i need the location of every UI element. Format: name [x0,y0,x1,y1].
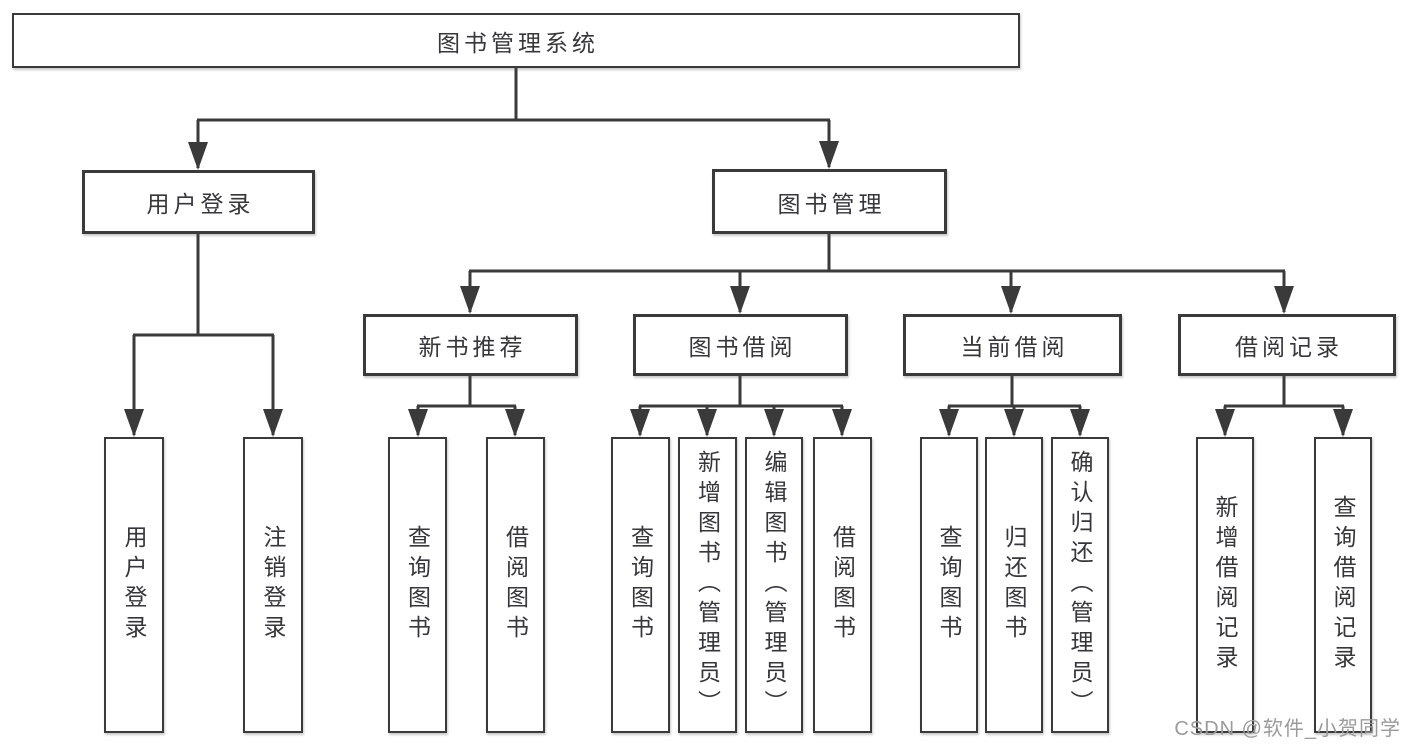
leaf-return-books: 归还图书 [985,437,1043,733]
node-label: 当前借阅 [960,334,1069,360]
elbow-connectors [132,68,1345,435]
node-label: 图书管理 [777,190,886,217]
leaf-logout: 注销登录 [243,437,303,733]
node-current-borrowing: 当前借阅 [903,314,1122,376]
node-library-management-system: 图书管理系统 [12,13,1020,68]
node-label: 借阅图书 [829,525,856,645]
node-label: 查询图书 [627,525,654,645]
leaf-borrow-books-recommend: 借阅图书 [486,437,545,733]
node-borrowing-records: 借阅记录 [1178,314,1396,376]
leaf-add-books-admin: 新增图书（管理员） [678,437,737,733]
csdn-watermark: CSDN @软件_小贺同学 [1174,718,1401,740]
node-new-book-recommendation: 新书推荐 [363,314,578,376]
node-label: 新增图书（管理员） [694,450,721,720]
leaf-borrow-books-borrowing: 借阅图书 [813,437,872,733]
leaf-query-books-recommend: 查询图书 [388,437,447,733]
node-book-management: 图书管理 [712,169,947,234]
node-label: 新书推荐 [418,334,527,360]
leaf-edit-books-admin: 编辑图书（管理员） [745,437,803,733]
node-user-login: 用户登录 [82,170,315,234]
node-label: 借阅图书 [502,525,529,645]
node-label: 用户登录 [146,191,255,217]
leaf-query-borrow-record: 查询借阅记录 [1314,437,1372,733]
node-book-borrowing: 图书借阅 [633,314,848,376]
node-label: 注销登录 [260,525,286,645]
leaf-confirm-return-admin: 确认归还（管理员） [1051,437,1109,733]
arrowheads [124,141,1353,437]
node-label: 图书借阅 [688,334,797,360]
node-label: 查询图书 [404,525,431,645]
node-label: 查询借阅记录 [1330,495,1356,675]
node-label: 借阅记录 [1235,334,1343,360]
leaf-add-borrow-record: 新增借阅记录 [1196,437,1254,733]
node-label: 查询图书 [936,525,962,645]
node-label: 新增借阅记录 [1212,495,1238,675]
node-label: 归还图书 [1001,525,1027,645]
node-label: 用户登录 [121,525,147,645]
leaf-user-login: 用户登录 [104,437,164,733]
node-label: 编辑图书（管理员） [761,450,787,720]
leaf-query-books-borrowing: 查询图书 [611,437,670,733]
leaf-query-books-current: 查询图书 [920,437,978,733]
node-label: 确认归还（管理员） [1067,450,1093,720]
node-label: 图书管理系统 [437,29,599,56]
